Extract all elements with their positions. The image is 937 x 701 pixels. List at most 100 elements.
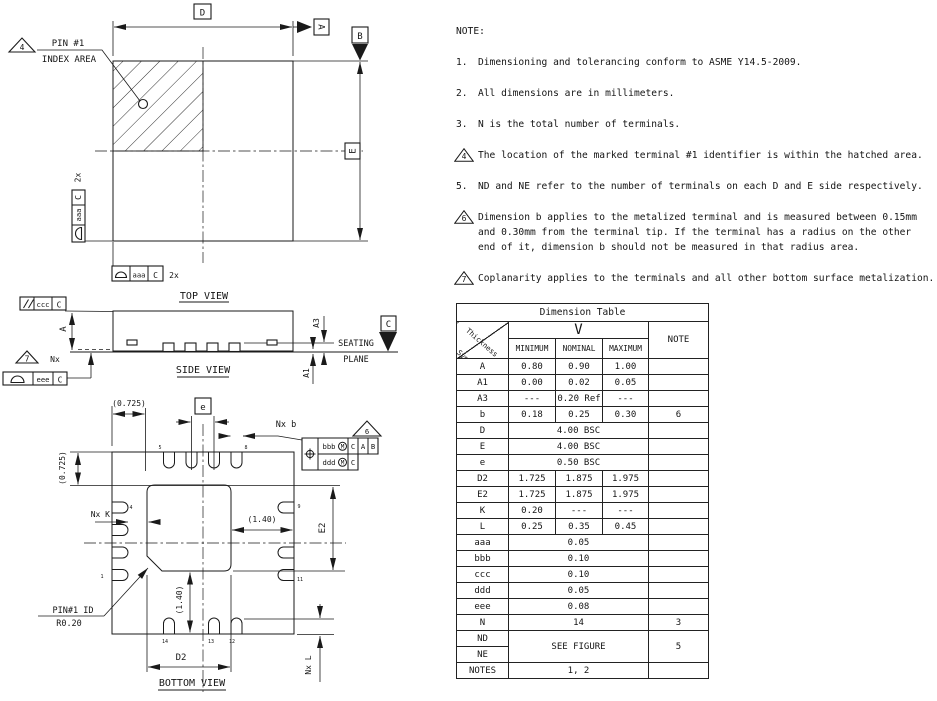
flag-4-number: 4 [20, 43, 25, 52]
max-cell: 0.05 [602, 374, 649, 391]
fcf-profile-datum: C [58, 376, 63, 385]
sym-cell: K [456, 502, 509, 519]
ref-140-v-label: (1.40) [175, 586, 184, 615]
sym-cell: N [456, 614, 509, 631]
note-6: 6 Dimension b applies to the metalized t… [454, 210, 936, 255]
flag-6-triangle-icon [351, 420, 383, 437]
min-cell: 0.25 [508, 518, 556, 535]
fcf-pos-mod2: M [341, 460, 345, 467]
dim-e-datum-b: B E [293, 26, 369, 242]
note-3-text: N is the total number of terminals. [478, 119, 681, 130]
dim-b-position-fcf: Nx b 6 bbb M C A B ddd M [218, 420, 383, 471]
ref-dim-140-v: (1.40) [175, 572, 193, 633]
col-header-max: MAXIMUM [602, 338, 649, 359]
note-cell [648, 486, 709, 503]
sym-cell: e [456, 454, 509, 471]
note-5-text: ND and NE refer to the number of termina… [478, 181, 923, 192]
profile-surface-icon [114, 271, 128, 279]
mmc-circle-icon [338, 441, 347, 451]
span-cell: SEE FIGURE [508, 630, 649, 663]
nom-cell: --- [555, 502, 603, 519]
sym-cell: A3 [456, 390, 509, 407]
fcf-left-count: 2x [74, 173, 83, 183]
max-cell: 0.30 [602, 406, 649, 423]
seating-plane-callout: SEATING PLANE C [338, 315, 397, 365]
min-cell: 0.80 [508, 358, 556, 375]
fcf-parallelism: ccc C [19, 296, 67, 311]
sym-cell: L [456, 518, 509, 535]
min-cell: --- [508, 390, 556, 407]
note-cell: 5 [648, 630, 709, 663]
min-cell: 0.18 [508, 406, 556, 423]
pin1-index-hatch-area [112, 60, 204, 152]
note-cell [648, 662, 709, 679]
pin1-marker-circle [137, 98, 149, 110]
ref-dim-0725-left: (0.725) [58, 451, 340, 486]
max-cell: 1.975 [602, 486, 649, 503]
note-4-text: The location of the marked terminal #1 i… [478, 150, 923, 161]
pin-number: 12 [229, 639, 235, 645]
sym-cell: NOTES [456, 662, 509, 679]
profile-surface-icon [74, 226, 83, 241]
sym-cell: aaa [456, 534, 509, 551]
parallelism-icon [23, 299, 34, 309]
fcf-left-datum: C [74, 195, 83, 200]
min-cell: 0.00 [508, 374, 556, 391]
nom-cell: 0.25 [555, 406, 603, 423]
ref-0725-left-label: (0.725) [58, 451, 67, 485]
pin1-id-label: PIN#1 ID [53, 606, 94, 616]
dim-a: A [59, 310, 114, 350]
note-cell [648, 422, 709, 439]
bottom-view: 1 4 5 8 9 11 12 13 14 (0.725) e [38, 397, 383, 692]
note-cell [648, 598, 709, 615]
sym-cell: ND [456, 630, 509, 647]
max-cell: --- [602, 390, 649, 407]
sym-cell: D2 [456, 470, 509, 487]
span-cell: 14 [508, 614, 649, 631]
pin-number: 9 [297, 504, 300, 510]
side-view: A ccc C 7 Nx eee C [2, 296, 398, 386]
datum-a-arrow-icon [297, 21, 312, 33]
profile-surface-icon [10, 375, 25, 384]
sym-cell: ccc [456, 566, 509, 583]
dim-k-label: Nx K [91, 510, 110, 519]
note-2-number: 2. [456, 88, 468, 99]
fcf-pos-datum1: C [351, 442, 355, 451]
sym-cell: b [456, 406, 509, 423]
ref-dim-0725-top: (0.725) [111, 399, 146, 471]
nom-cell: 0.35 [555, 518, 603, 535]
fcf-left-tolerance: aaa [74, 209, 83, 222]
top-view-title: TOP VIEW [180, 291, 229, 302]
fcf-parallel-tolerance: ccc [37, 300, 50, 309]
dim-a1: A1 [302, 337, 316, 384]
terminals [112, 452, 294, 634]
min-cell: 1.725 [508, 486, 556, 503]
side-body-outline [112, 310, 294, 352]
sym-cell: E [456, 438, 509, 455]
max-cell: 1.975 [602, 470, 649, 487]
dim-l-label: Nx L [304, 655, 313, 674]
dim-e2: E2 [233, 487, 345, 572]
dim-e-pitch: e [176, 397, 229, 470]
col-header-nom: NOMINAL [555, 338, 603, 359]
note-4: 4 The location of the marked terminal #1… [454, 148, 936, 163]
pin-numbers: 1 4 5 8 9 11 12 13 14 [100, 445, 303, 645]
dim-a-label: A [59, 326, 69, 332]
pitch-label: e [200, 403, 205, 413]
table-title: Dimension Table [456, 303, 709, 322]
exposed-pad-outline [146, 484, 232, 572]
pin-number: 14 [162, 639, 168, 645]
note-cell [648, 518, 709, 535]
dim-l: Nx L [244, 604, 334, 682]
datum-c-triangle-icon [379, 332, 397, 352]
note-cell [648, 438, 709, 455]
span-cell: 0.05 [508, 582, 649, 599]
col-header-min: MINIMUM [508, 338, 556, 359]
